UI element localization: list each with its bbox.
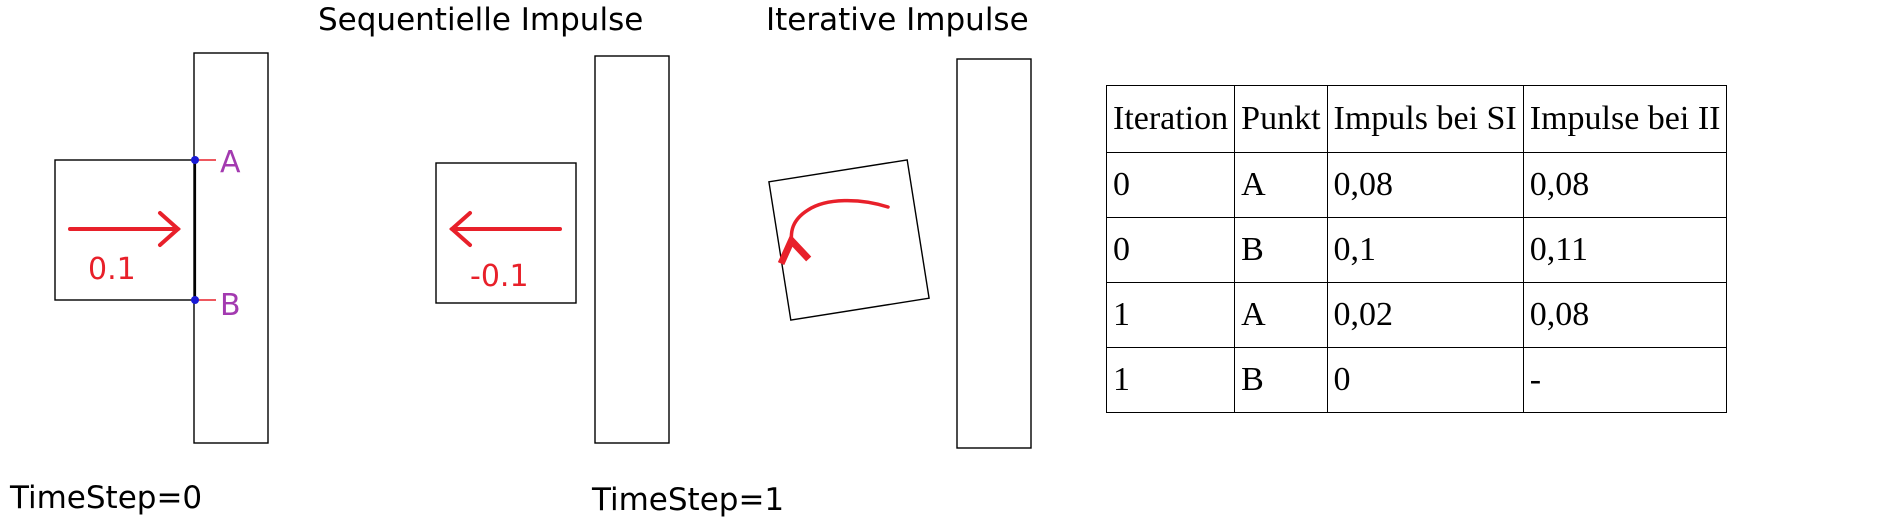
cell-impulse-si: 0,02 <box>1326 282 1524 348</box>
cell-impulse-si: 0,1 <box>1326 217 1524 283</box>
results-table: Iteration Punkt Impuls bei SI Impulse be… <box>1105 85 1728 413</box>
wall-body-2 <box>594 55 670 444</box>
table-row: 0 A 0,08 0,08 <box>1105 152 1728 218</box>
timestep-0-label: TimeStep=0 <box>9 480 202 516</box>
cell-punkt: B <box>1234 217 1328 283</box>
table-row: 0 B 0,1 0,11 <box>1105 217 1728 283</box>
cell-impulse-si: 0,08 <box>1326 152 1524 218</box>
point-label-b: B <box>220 288 241 323</box>
heading-sequential-impulses: Sequentielle Impulse <box>318 2 643 38</box>
heading-iterative-impulses: Iterative Impulse <box>766 2 1029 38</box>
scene-iterative <box>768 58 1032 449</box>
rotation-arrow <box>777 198 890 265</box>
cell-impulse-ii: 0,08 <box>1522 282 1728 348</box>
cell-iteration: 1 <box>1105 282 1236 348</box>
col-header-punkt: Punkt <box>1234 85 1328 153</box>
cell-punkt: A <box>1234 282 1328 348</box>
cell-punkt: A <box>1234 152 1328 218</box>
impulse-label-initial: 0.1 <box>88 252 136 287</box>
cell-impulse-ii: - <box>1522 347 1728 413</box>
col-header-impulse-si: Impuls bei SI <box>1326 85 1524 153</box>
impulse-diagram: Sequentielle Impulse Iterative Impulse A… <box>9 2 1032 518</box>
impulse-arrow-left <box>448 211 562 247</box>
cell-punkt: B <box>1234 347 1328 413</box>
impulse-arrow-right <box>68 211 182 247</box>
cell-iteration: 0 <box>1105 217 1236 283</box>
wall-body-3 <box>956 58 1032 449</box>
impulse-label-sequential: -0.1 <box>470 259 529 294</box>
col-header-iteration: Iteration <box>1105 85 1236 153</box>
cell-impulse-ii: 0,11 <box>1522 217 1728 283</box>
cell-impulse-ii: 0,08 <box>1522 152 1728 218</box>
table-header-row: Iteration Punkt Impuls bei SI Impulse be… <box>1105 85 1728 153</box>
contact-point-a <box>191 156 199 164</box>
cell-iteration: 0 <box>1105 152 1236 218</box>
cell-iteration: 1 <box>1105 347 1236 413</box>
contact-point-b <box>191 296 199 304</box>
table-row: 1 A 0,02 0,08 <box>1105 282 1728 348</box>
table-row: 1 B 0 - <box>1105 347 1728 413</box>
cell-impulse-si: 0 <box>1326 347 1524 413</box>
results-table-container: Iteration Punkt Impuls bei SI Impulse be… <box>1105 85 1728 413</box>
moving-box-2 <box>435 162 577 304</box>
scene-timestep-0: A B 0.1 TimeStep=0 <box>9 52 269 516</box>
col-header-impulse-ii: Impulse bei II <box>1522 85 1728 153</box>
timestep-1-label: TimeStep=1 <box>591 482 784 518</box>
wall-body-1 <box>193 52 269 444</box>
scene-sequential: -0.1 TimeStep=1 <box>435 55 784 518</box>
point-label-a: A <box>220 145 241 180</box>
